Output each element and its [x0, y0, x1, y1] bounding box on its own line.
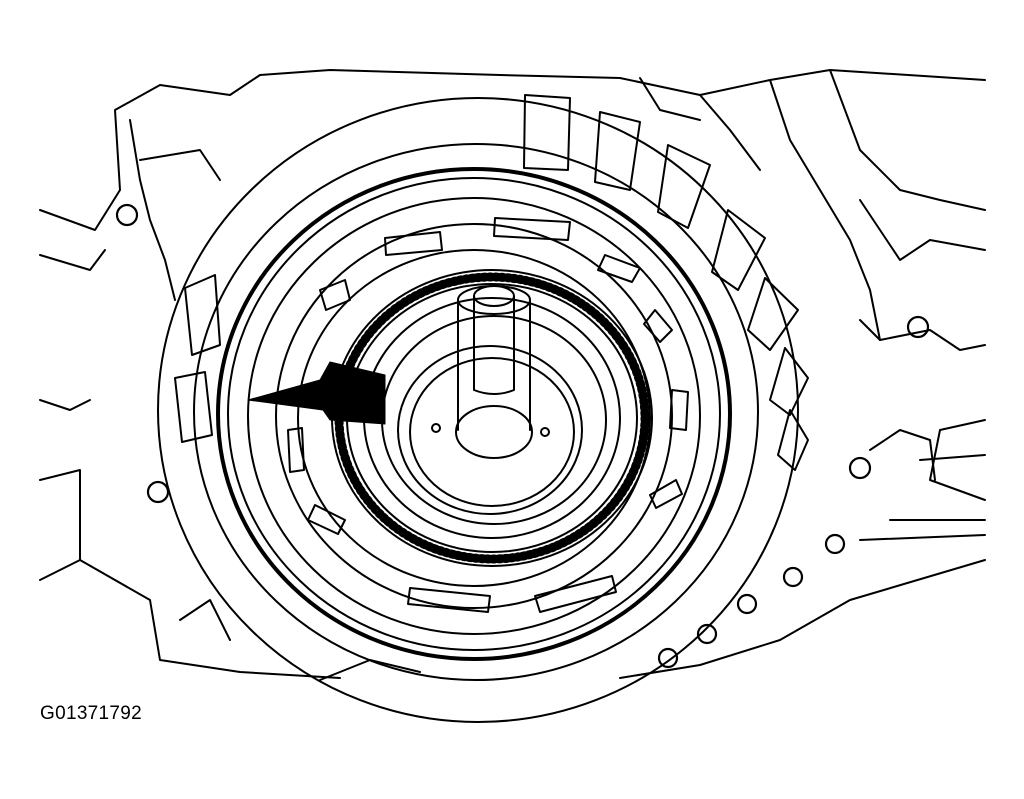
callout-arrow — [247, 361, 386, 425]
input-shaft — [397, 285, 583, 515]
figure-id-label: G01371792 — [40, 703, 143, 724]
transmission-case — [39, 69, 986, 681]
outer-snap-ring — [216, 167, 732, 661]
clutch-drum — [157, 97, 799, 723]
bolt-holes — [115, 203, 930, 669]
inner-hub-lugs — [287, 217, 689, 613]
clutch-plate-tabs — [174, 94, 809, 471]
